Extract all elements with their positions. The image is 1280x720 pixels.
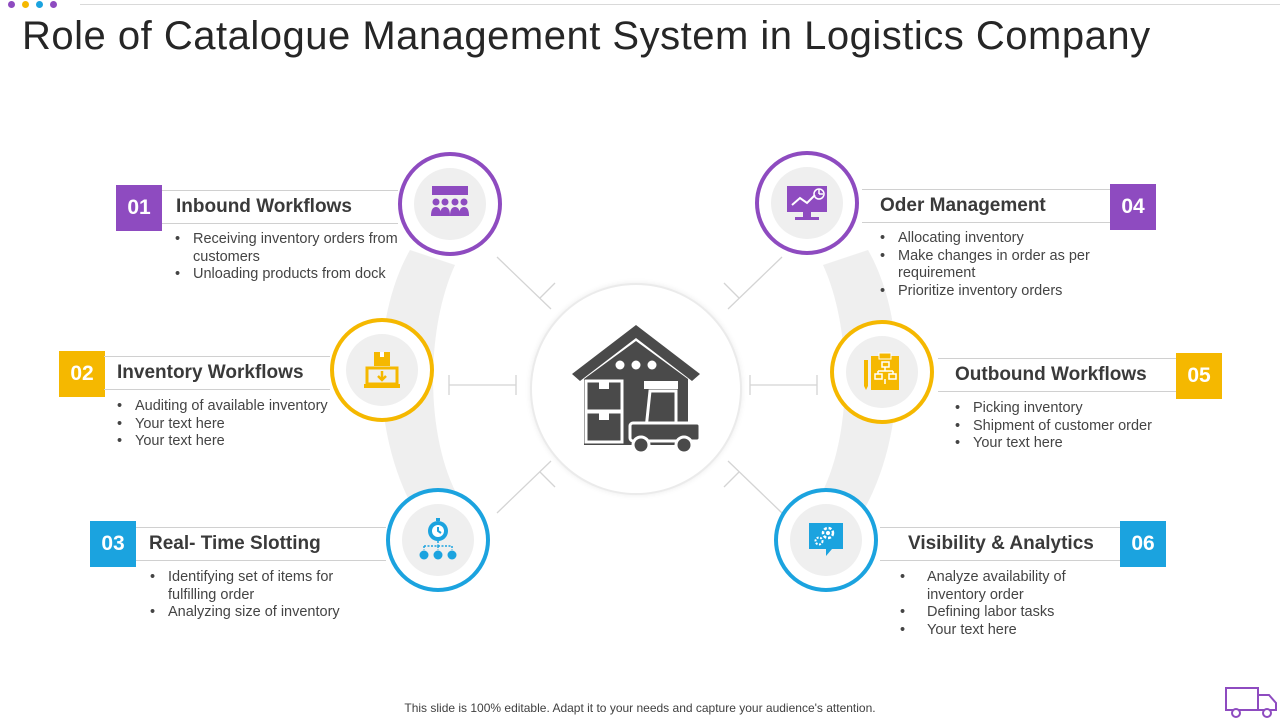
center-circle [530,283,742,495]
footer-note: This slide is 100% editable. Adapt it to… [404,701,876,715]
bullet-item: Make changes in order as per requirement [878,248,1108,283]
decorative-dots [8,1,57,8]
top-divider [80,4,1280,5]
heading-inventory-workflows: Inventory Workflows [104,356,330,390]
bullets-real-time-slotting: Identifying set of items for fulfilling … [148,569,363,622]
bullet-item: Auditing of available inventory [115,398,345,416]
bullets-inbound-workflows: Receiving inventory orders from customer… [173,231,403,284]
dot-purple [8,1,15,8]
stopwatch-network-icon [419,518,457,560]
node-inbound-workflows [398,152,502,256]
bullet-item: Prioritize inventory orders [878,283,1108,301]
monitor-chart-icon [787,186,827,220]
node-outbound-workflows [830,320,934,424]
dot-purple-2 [50,1,57,8]
heading-oder-management: Oder Management [862,189,1110,223]
bullet-item: Your text here [898,622,1098,640]
bullets-oder-management: Allocating inventory Make changes in ord… [878,230,1108,300]
gear-chat-icon [809,523,843,556]
heading-inbound-workflows: Inbound Workflows [162,190,398,224]
bullet-item: Unloading products from dock [173,266,403,284]
bullet-item: Defining labor tasks [898,604,1098,622]
bullets-visibility-analytics: Analyze availability of inventory order … [898,569,1098,639]
people-presentation-icon [431,186,469,216]
bullets-inventory-workflows: Auditing of available inventory Your tex… [115,398,345,451]
heading-outbound-workflows: Outbound Workflows [938,358,1176,392]
number-badge-01: 01 [116,185,162,231]
number-badge-06: 06 [1120,521,1166,567]
bullets-outbound-workflows: Picking inventory Shipment of customer o… [953,400,1183,453]
bullet-item: Identifying set of items for fulfilling … [148,569,363,604]
dot-blue [36,1,43,8]
bullet-item: Shipment of customer order [953,418,1183,436]
node-oder-management [755,151,859,255]
slide-title: Role of Catalogue Management System in L… [22,14,1151,58]
box-laptop-icon [364,352,400,388]
bullet-item: Receiving inventory orders from customer… [173,231,403,266]
warehouse-forklift-icon [572,325,702,455]
node-visibility-analytics [774,488,878,592]
heading-visibility-analytics: Visibility & Analytics [880,527,1120,561]
dot-yellow [22,1,29,8]
clipboard-flowchart-icon [864,352,899,390]
bullet-item: Your text here [953,435,1183,453]
node-inventory-workflows [330,318,434,422]
bullet-item: Analyzing size of inventory [148,604,363,622]
heading-real-time-slotting: Real- Time Slotting [136,527,386,561]
bullet-item: Your text here [115,416,345,434]
bullet-item: Analyze availability of inventory order [898,569,1098,604]
bullet-item: Allocating inventory [878,230,1108,248]
node-real-time-slotting [386,488,490,592]
number-badge-02: 02 [59,351,105,397]
bullet-item: Picking inventory [953,400,1183,418]
number-badge-05: 05 [1176,353,1222,399]
truck-icon [1225,687,1277,718]
number-badge-04: 04 [1110,184,1156,230]
number-badge-03: 03 [90,521,136,567]
bullet-item: Your text here [115,433,345,451]
